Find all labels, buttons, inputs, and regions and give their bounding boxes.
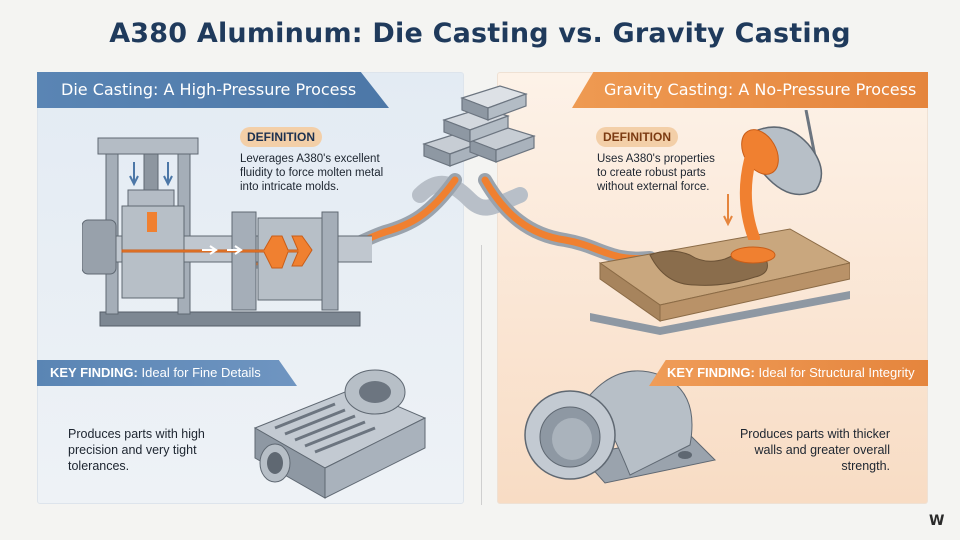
die-casting-definition: Leverages A380's excellent fluidity to f… xyxy=(240,153,384,193)
die-casting-machine-icon xyxy=(82,137,372,327)
sand-mold-icon xyxy=(590,228,850,335)
center-divider xyxy=(481,245,482,505)
gravity-casting-definition: Uses A380's properties to create robust … xyxy=(597,153,715,193)
gravity-casting-header: Gravity Casting: A No-Pressure Process xyxy=(572,72,928,108)
die-casting-definition-badge: DEFINITION xyxy=(240,127,322,147)
aluminum-ingots-icon xyxy=(422,85,536,167)
die-casting-finding-text: Produces parts with high precision and v… xyxy=(68,427,205,473)
page-title: A380 Aluminum: Die Casting vs. Gravity C… xyxy=(109,18,851,49)
pillow-block-part-icon xyxy=(524,370,717,484)
brand-logo: W xyxy=(929,513,945,529)
gravity-casting-finding-text: Produces parts with thicker walls and gr… xyxy=(739,427,890,473)
gravity-casting-definition-badge: DEFINITION xyxy=(596,127,678,147)
die-casting-header: Die Casting: A High-Pressure Process xyxy=(37,72,389,108)
gravity-casting-key-finding: KEY FINDING: Ideal for Structural Integr… xyxy=(649,360,928,386)
engine-housing-part-icon xyxy=(253,369,427,499)
ladle-icon xyxy=(723,110,823,240)
die-casting-key-finding: KEY FINDING: Ideal for Fine Details xyxy=(37,360,297,386)
